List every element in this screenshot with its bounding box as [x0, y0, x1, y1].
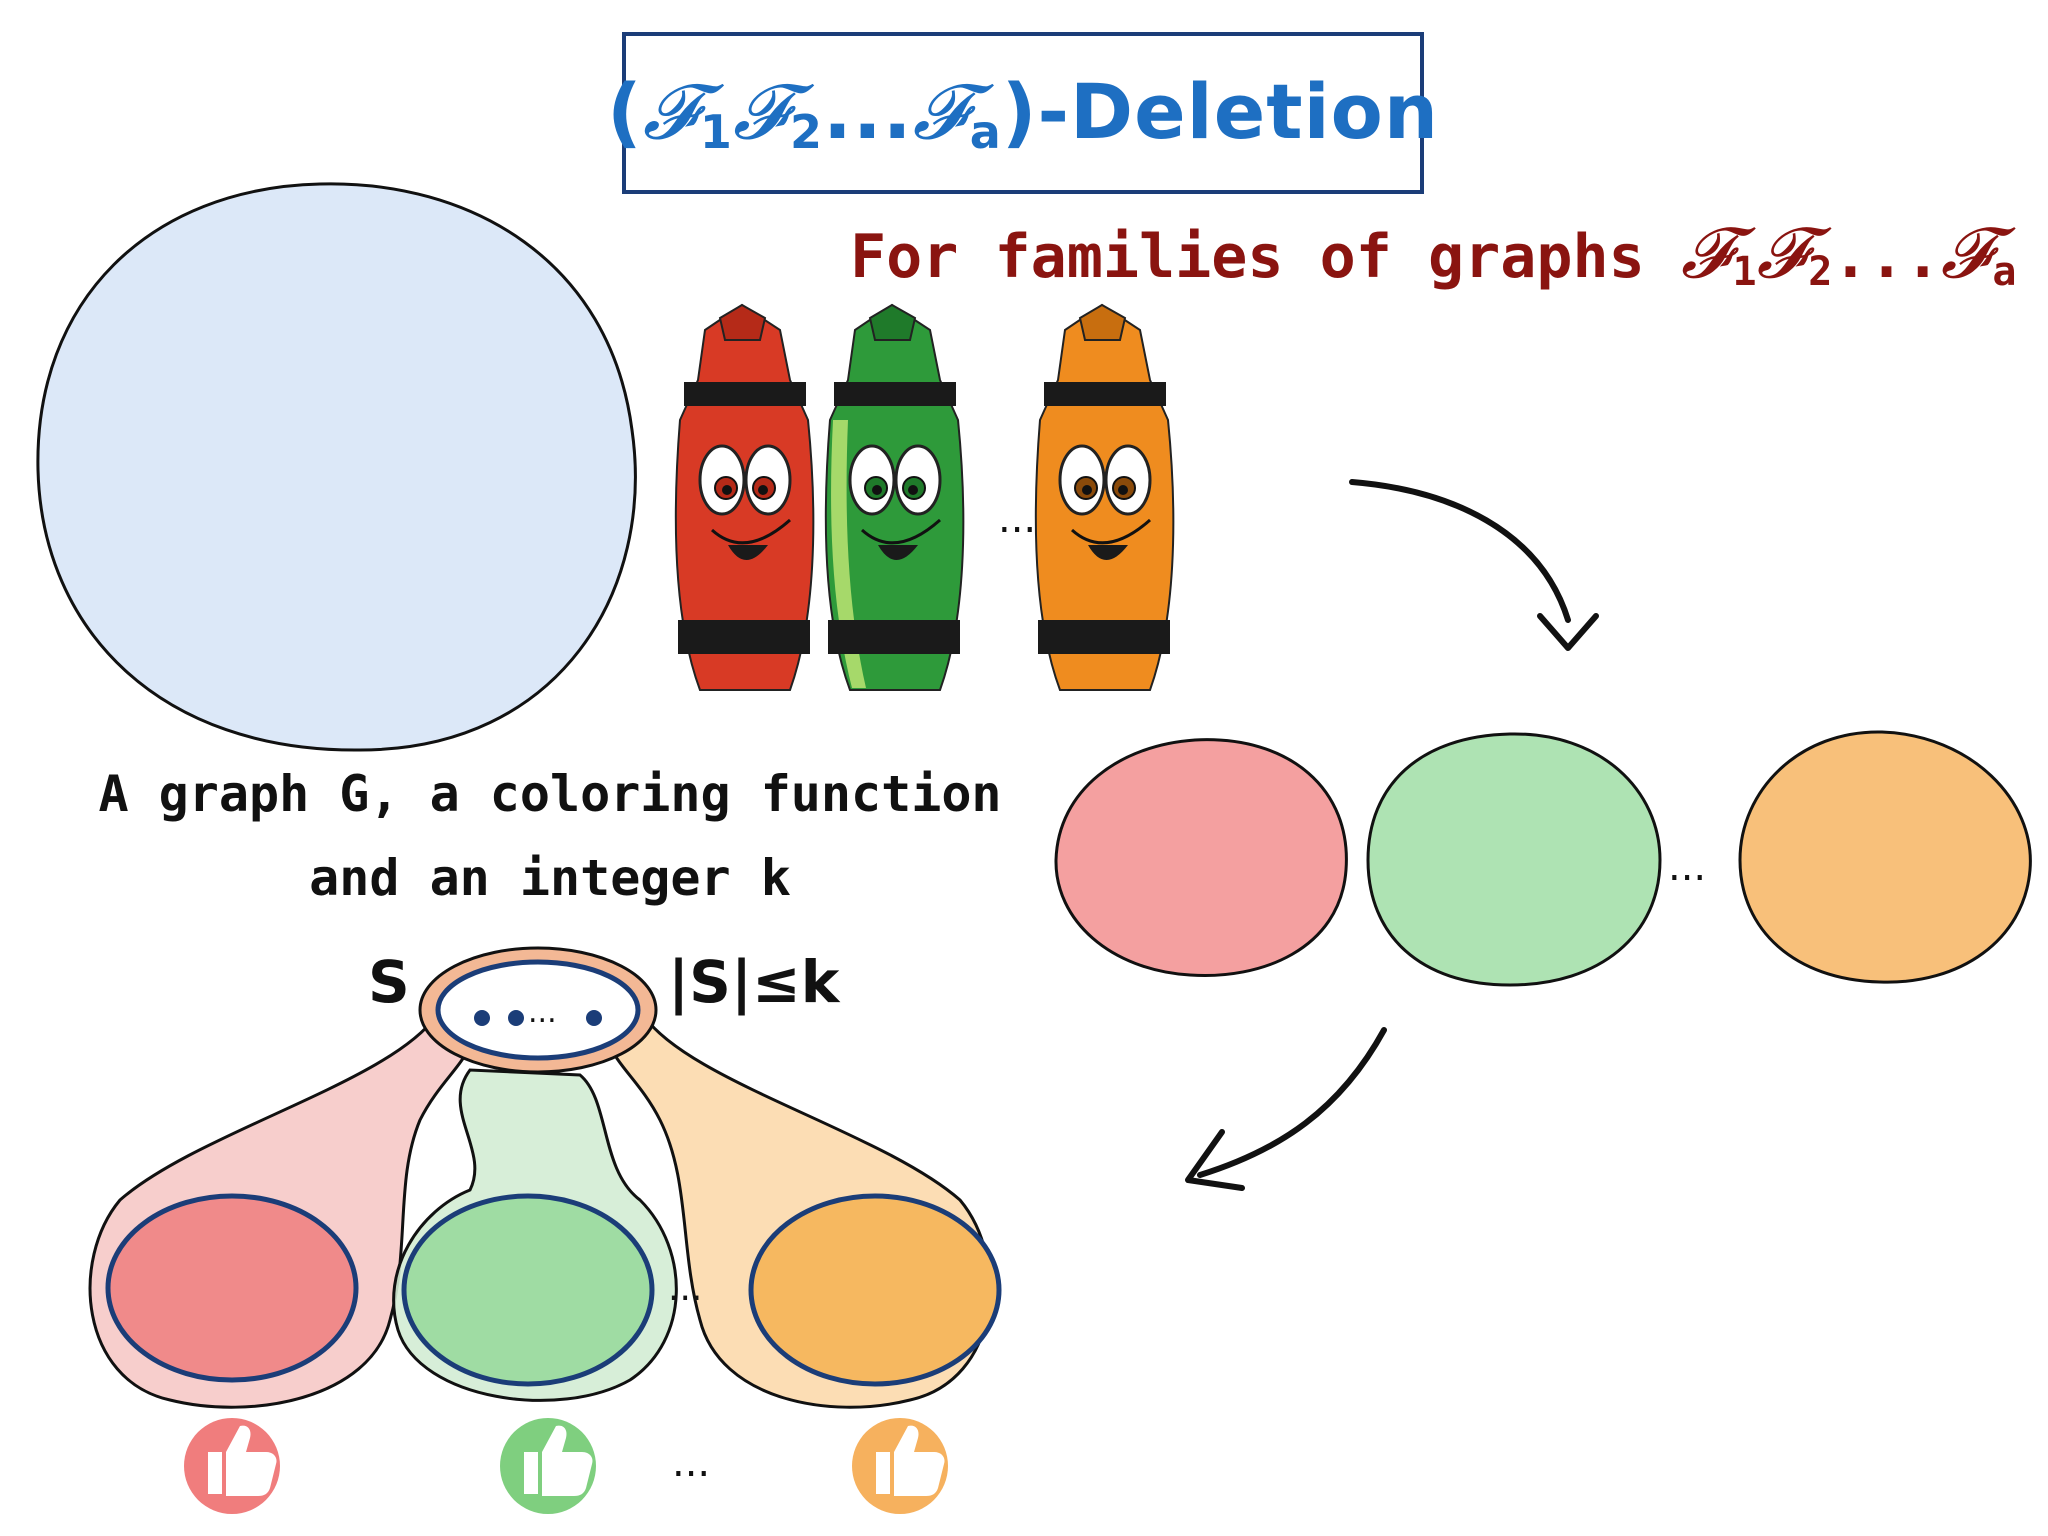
- orange-component: [748, 1193, 1002, 1387]
- title-dots: ...: [823, 67, 913, 156]
- input-graph-blob: [36, 182, 637, 752]
- subtitle-sub-1: 1: [1732, 249, 1757, 295]
- title-sub-a: a: [969, 105, 1002, 159]
- parts-ellipsis: ...: [1668, 844, 1706, 890]
- set-s-label: S: [368, 948, 410, 1016]
- crayon-ellipsis: ...: [998, 496, 1036, 542]
- subtitle-family-1: 𝓕: [1680, 212, 1733, 294]
- caption-line-2: and an integer k: [309, 849, 791, 907]
- page-title: (𝓕1𝓕2...𝓕a)-Deletion: [607, 67, 1439, 159]
- thumbs-up-icon: [184, 1418, 280, 1514]
- title-family-1: 𝓕: [642, 67, 700, 156]
- subtitle-dots: ...: [1832, 222, 1941, 292]
- s-vertex-2: [508, 1010, 524, 1026]
- components-ellipsis: ...: [668, 1268, 702, 1309]
- subtitle-family-2: 𝓕: [1756, 212, 1809, 294]
- title-sub-2: 2: [789, 105, 823, 159]
- subtitle-sub-a: a: [1992, 249, 2017, 295]
- badges-ellipsis: ...: [672, 1440, 710, 1486]
- orange-part-blob: [1738, 730, 2032, 984]
- subtitle-text: For families of graphs: [850, 222, 1645, 292]
- crayon-green-icon: [824, 303, 965, 691]
- solution-structure: ... ...: [88, 946, 1002, 1409]
- title-suffix: )-Deletion: [1001, 67, 1439, 156]
- thumbs-up-icon: [500, 1418, 596, 1514]
- arrow-to-solution: [1185, 1027, 1387, 1191]
- title-family-2: 𝓕: [732, 67, 790, 156]
- crayon-red-icon: [674, 303, 815, 691]
- red-component: [105, 1193, 359, 1383]
- title-box: (𝓕1𝓕2...𝓕a)-Deletion: [607, 32, 1438, 194]
- subtitle-sub-2: 2: [1808, 249, 1833, 295]
- s-vertex-3: [586, 1010, 602, 1026]
- title-sub-1: 1: [699, 105, 733, 159]
- title-paren: (: [607, 67, 643, 156]
- green-component: [401, 1193, 655, 1387]
- red-part-blob: [1054, 738, 1348, 978]
- subtitle-family-a: 𝓕: [1940, 212, 1993, 294]
- set-s-container: [435, 959, 641, 1061]
- s-ellipsis: ...: [528, 995, 557, 1030]
- s-vertex-1: [474, 1010, 490, 1026]
- input-caption: A graph G, a coloring function and an in…: [80, 752, 1020, 920]
- crayon-orange-icon: [1034, 303, 1175, 691]
- arrow-to-colored-parts: [1349, 479, 1599, 651]
- set-size-label: |S|≤k: [668, 948, 840, 1016]
- subtitle: For families of graphs 𝓕1𝓕2...𝓕a: [850, 212, 2017, 295]
- caption-line-1: A graph G, a coloring function: [98, 765, 1002, 823]
- thumbs-up-icon: [852, 1418, 948, 1514]
- title-family-a: 𝓕: [912, 67, 970, 156]
- green-part-blob: [1366, 732, 1662, 987]
